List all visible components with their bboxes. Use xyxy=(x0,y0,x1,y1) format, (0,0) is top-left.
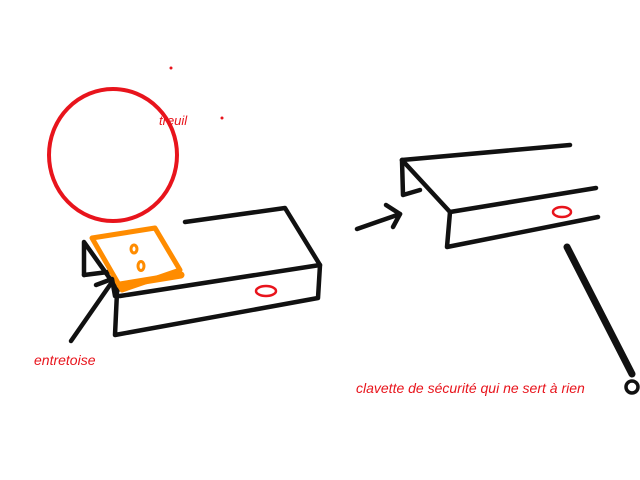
red-dot xyxy=(169,66,173,70)
spacer-plate xyxy=(89,225,185,293)
safety-pin-label: clavette de sécurité qui ne sert à rien xyxy=(356,380,585,396)
right-beam xyxy=(399,142,601,250)
safety-pin xyxy=(563,243,640,395)
winch-label: treuil xyxy=(159,113,188,128)
pin-hole-right xyxy=(551,205,573,219)
red-dot xyxy=(220,116,224,120)
spacer-arrow xyxy=(68,276,118,344)
left-beam xyxy=(81,205,323,338)
spacer-label: entretoise xyxy=(34,352,96,368)
transition-arrow xyxy=(354,202,403,232)
winch-circle xyxy=(47,87,179,223)
pin-hole-left xyxy=(254,284,278,298)
